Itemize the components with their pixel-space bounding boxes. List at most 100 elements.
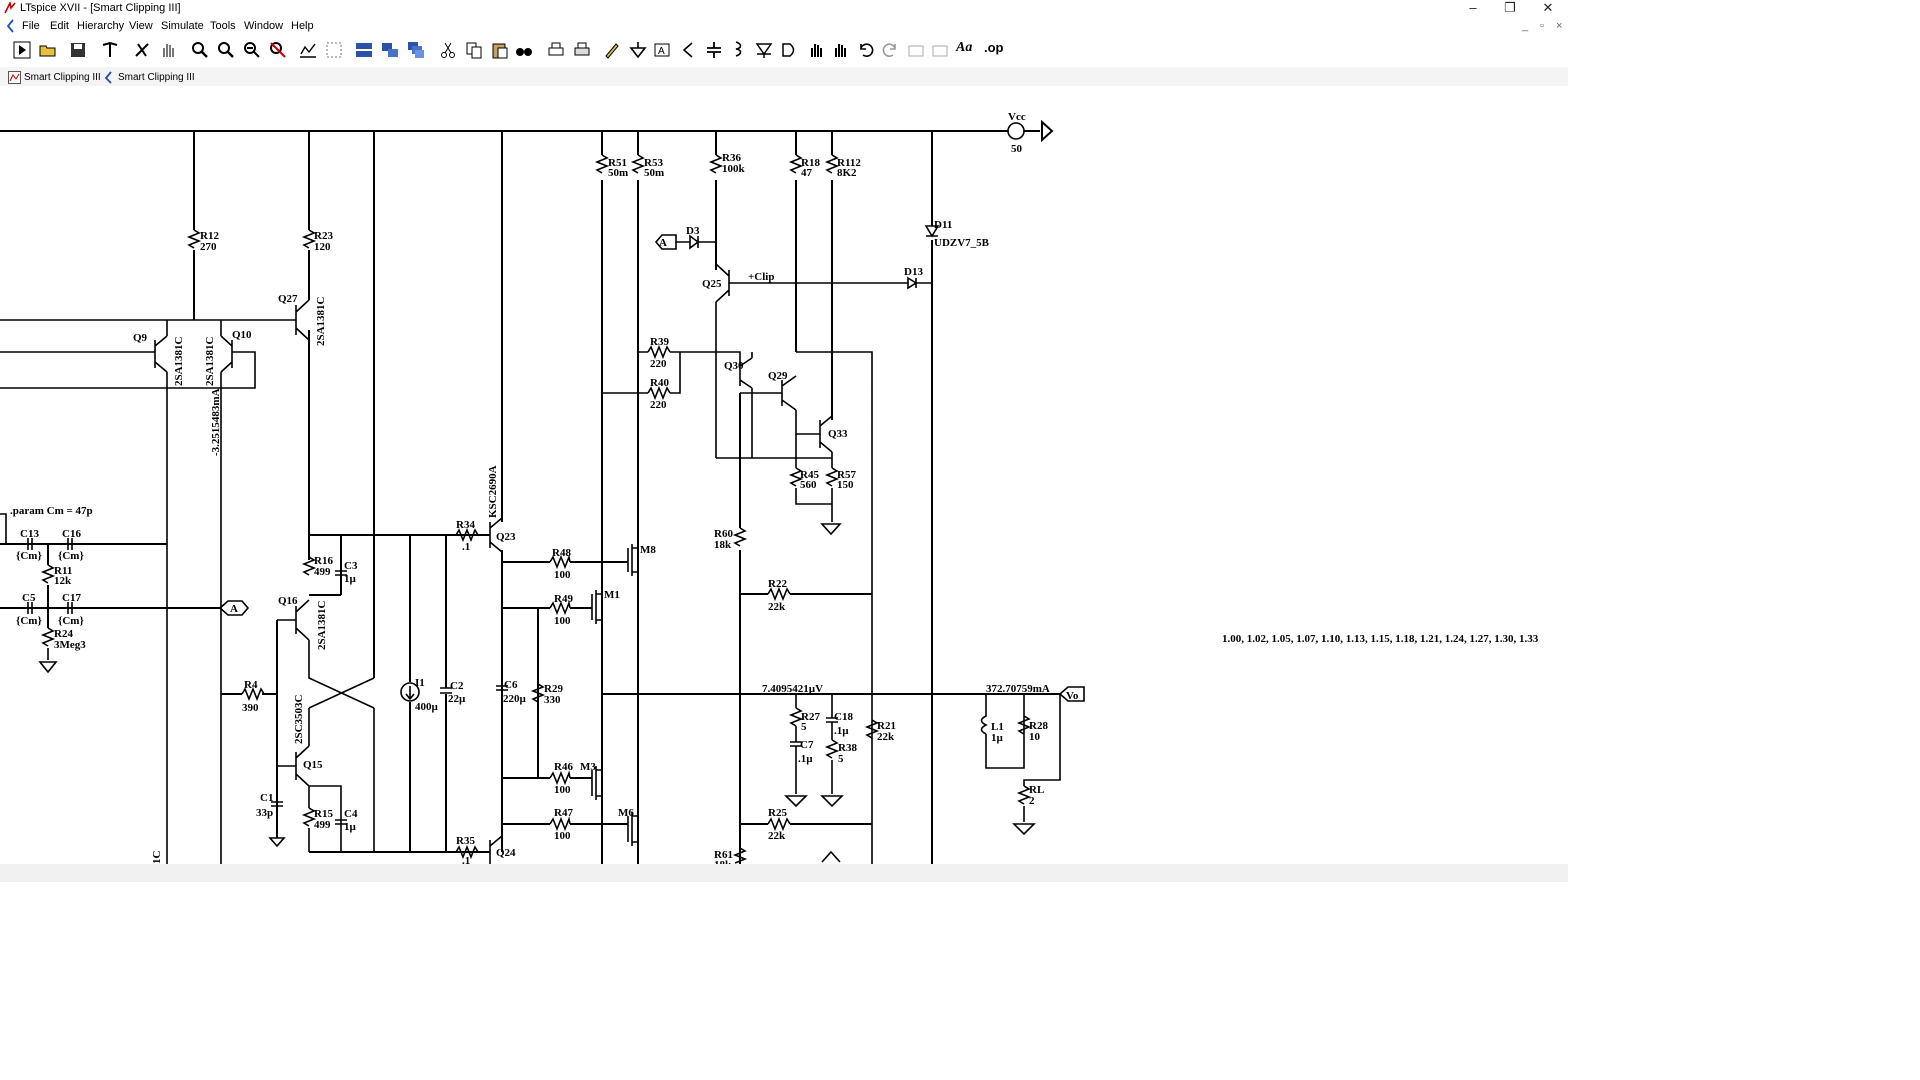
param-directive[interactable]: .param Cm = 47p [10, 505, 93, 517]
menu-help[interactable]: Help [291, 20, 314, 32]
r112-value: 8K2 [837, 167, 857, 179]
minimize-button[interactable]: – [1469, 0, 1477, 15]
c7-label: C7 [800, 739, 814, 751]
r112-label: R112 [837, 157, 861, 169]
r28-label: R28 [1029, 720, 1048, 732]
q16-part: 2SA1381C [316, 600, 328, 650]
q24-label: Q24 [496, 847, 516, 859]
paste-icon[interactable] [490, 40, 510, 60]
find-icon[interactable] [514, 40, 534, 60]
menu-hierarchy[interactable]: Hierarchy [77, 20, 125, 32]
save-icon[interactable] [68, 40, 88, 60]
r38-label: R38 [838, 742, 857, 754]
r24-value: 3Meg3 [54, 639, 86, 651]
r49-value: 100 [554, 615, 571, 627]
mirror-icon[interactable] [930, 40, 950, 60]
tab-label: Smart Clipping III [24, 71, 101, 83]
r46-value: 100 [554, 784, 571, 796]
text-icon[interactable]: Aa [956, 40, 973, 55]
cut-icon[interactable] [438, 40, 458, 60]
inductor-icon[interactable] [728, 40, 748, 60]
r57-value: 150 [837, 479, 854, 491]
r25-value: 22k [768, 830, 786, 842]
pan-icon[interactable] [158, 40, 178, 60]
schematic-doc-icon[interactable] [4, 19, 16, 33]
r25-label: R25 [768, 807, 787, 819]
redo-icon[interactable] [880, 40, 900, 60]
zoom-area-icon[interactable] [216, 40, 236, 60]
zoom-cancel-icon[interactable] [268, 40, 288, 60]
halt-icon[interactable] [132, 40, 152, 60]
print-icon[interactable] [546, 40, 566, 60]
spice-directive-icon[interactable]: .op [984, 40, 1004, 55]
undo-icon[interactable] [856, 40, 876, 60]
copy-icon[interactable] [464, 40, 484, 60]
menu-edit[interactable]: Edit [50, 20, 69, 32]
menu-file[interactable]: File [22, 20, 40, 32]
tab-schematic[interactable]: Smart Clipping III [102, 69, 195, 85]
menu-simulate[interactable]: Simulate [161, 20, 204, 32]
clip-label: +Clip [748, 271, 774, 283]
cascade-icon[interactable] [406, 40, 426, 60]
tab-waveform[interactable]: Smart Clipping III [8, 69, 101, 85]
r51-value: 50m [608, 167, 628, 179]
menu-bar: File Edit Hierarchy View Simulate Tools … [0, 18, 1568, 35]
mdi-minimize-button[interactable]: _ [1522, 20, 1529, 32]
c4-value: 1µ [344, 821, 357, 833]
waveform-icon [8, 70, 21, 84]
q9-part: 2SA1381C [173, 336, 185, 386]
wire-icon[interactable] [678, 40, 698, 60]
tab-label: Smart Clipping III [118, 71, 195, 83]
ground-icon[interactable] [628, 40, 648, 60]
q23-part: KSC2690A [487, 465, 499, 518]
maximize-button[interactable]: ❐ [1504, 0, 1516, 15]
diode-icon[interactable] [754, 40, 774, 60]
menu-view[interactable]: View [129, 20, 153, 32]
zoom-out-icon[interactable] [242, 40, 262, 60]
tile-vertical-icon[interactable] [380, 40, 400, 60]
rotate-icon[interactable] [906, 40, 926, 60]
move-icon[interactable] [806, 40, 826, 60]
m1-label: M1 [604, 589, 620, 601]
schematic-drawing[interactable]: Vcc 50 R12 270 R23 120 Q27 2SA1381C Q9 2… [0, 86, 1568, 864]
rl-label: RL [1029, 784, 1044, 796]
label-icon[interactable]: A [652, 40, 672, 60]
run-icon[interactable] [12, 40, 32, 60]
mdi-close-button[interactable]: × [1556, 20, 1563, 32]
menu-window[interactable]: Window [244, 20, 284, 32]
tile-horizontal-icon[interactable] [354, 40, 374, 60]
r60-label: R60 [714, 528, 733, 540]
r49-label: R49 [554, 593, 573, 605]
r34-value: .1 [462, 541, 470, 553]
capacitor-icon[interactable] [704, 40, 724, 60]
vo-label: Vo [1066, 690, 1079, 702]
q29-label: Q29 [768, 370, 788, 382]
menu-tools[interactable]: Tools [210, 20, 236, 32]
r15-value: 499 [314, 819, 331, 831]
schematic-icon [104, 70, 112, 84]
r12-label: R12 [200, 230, 219, 242]
component-icon[interactable] [780, 40, 800, 60]
q23-label: Q23 [496, 531, 516, 543]
r22-value: 22k [768, 601, 786, 613]
mdi-restore-button[interactable]: ▫ [1540, 20, 1544, 32]
r36-label: R36 [722, 152, 741, 164]
q10-label: Q10 [232, 329, 252, 341]
fit-icon[interactable] [324, 40, 344, 60]
r48-label: R48 [552, 547, 571, 559]
c13-value: {Cm} [16, 550, 42, 562]
control-panel-icon[interactable] [100, 40, 120, 60]
close-button[interactable]: ✕ [1542, 0, 1554, 15]
autorange-icon[interactable] [298, 40, 318, 60]
q33-label: Q33 [828, 428, 848, 440]
pencil-icon[interactable] [602, 40, 622, 60]
open-icon[interactable] [38, 40, 58, 60]
schematic-canvas[interactable]: Vcc 50 R12 270 R23 120 Q27 2SA1381C Q9 2… [0, 86, 1568, 864]
r11-value: 12k [54, 575, 72, 587]
r45-label: R45 [800, 469, 819, 481]
r11-label: R11 [54, 565, 72, 577]
print-preview-icon[interactable] [572, 40, 592, 60]
drag-icon[interactable] [830, 40, 850, 60]
zoom-in-icon[interactable] [190, 40, 210, 60]
r35-value: .1 [462, 855, 470, 864]
